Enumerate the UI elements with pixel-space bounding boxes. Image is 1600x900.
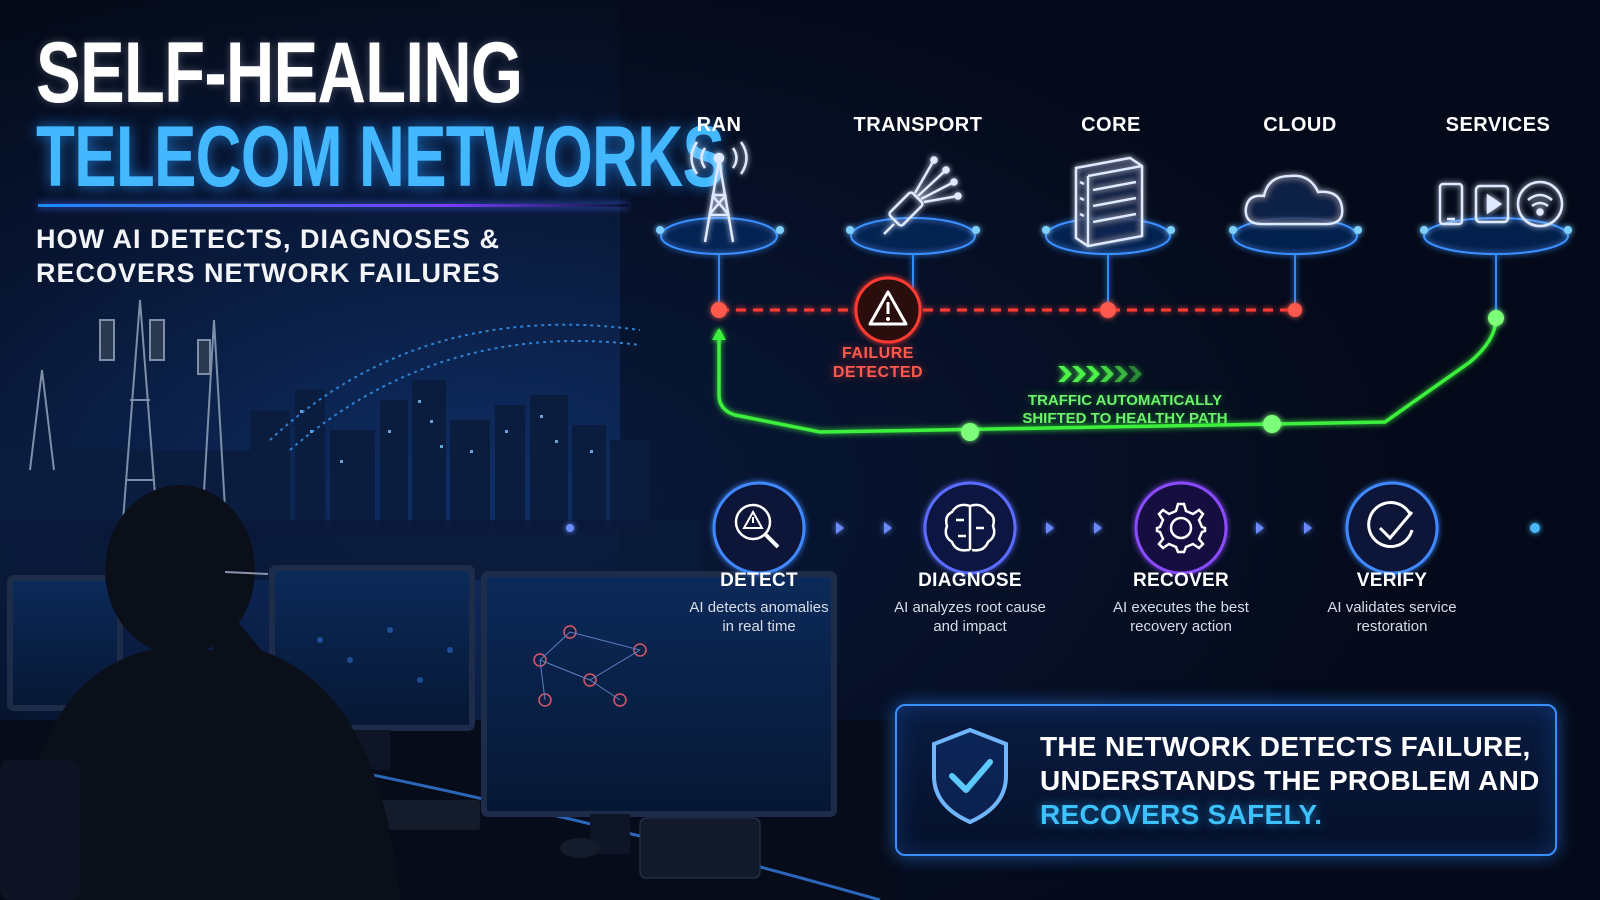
step-circle-recover (1134, 481, 1228, 575)
healthy-path-nodes (961, 310, 1504, 441)
title-line-2: TELECOM NETWORKS (36, 109, 725, 205)
brain-icon (944, 503, 996, 552)
layer-platforms (660, 217, 1569, 255)
check-circle-icon (1367, 501, 1414, 548)
traffic-shift-label: TRAFFIC AUTOMATICALLY SHIFTED TO HEALTHY… (1000, 392, 1250, 428)
callout-text: THE NETWORK DETECTS FAILURE, UNDERSTANDS… (1040, 730, 1540, 832)
layer-label-cloud: CLOUD (1263, 114, 1337, 136)
failure-detected-label: FAILURE DETECTED (818, 344, 938, 382)
reroute-chevrons (1058, 366, 1142, 382)
services-devices-icon (1438, 180, 1564, 228)
cell-tower-icon (690, 141, 748, 243)
step-desc-line: AI detects anomalies (689, 599, 829, 616)
operator-silhouette (0, 485, 400, 900)
failed-path (711, 302, 1302, 318)
step-circle-verify (1345, 481, 1439, 575)
callout-highlight: RECOVERS SAFELY. (1040, 799, 1323, 830)
title-underline (38, 204, 628, 207)
step-title-recover: RECOVER (1132, 570, 1230, 591)
step-title-verify: VERIFY (1356, 570, 1428, 591)
subtitle-line-2: RECOVERS NETWORK FAILURES (36, 258, 501, 288)
step-title-diagnose: DIAGNOSE (918, 570, 1022, 591)
step-desc-line: recovery action (1130, 618, 1232, 635)
server-rack-icon (1074, 156, 1144, 248)
step-desc-detect: AI detects anomalies in real time (669, 598, 849, 636)
transport-platform (850, 217, 976, 255)
healthy-path (717, 317, 1498, 434)
magnifier-alert-icon (734, 503, 780, 549)
layer-label-services: SERVICES (1445, 114, 1551, 136)
layer-label-transport: TRANSPORT (853, 114, 983, 136)
failure-label-line-2: DETECTED (832, 364, 924, 381)
step-desc-verify: AI validates service restoration (1302, 598, 1482, 636)
traffic-label-line-2: SHIFTED TO HEALTHY PATH (1022, 410, 1228, 427)
fiber-optic-icon (883, 156, 962, 235)
cell-towers (29, 299, 229, 561)
ran-platform (660, 217, 778, 255)
step-desc-line: and impact (933, 618, 1007, 635)
step-desc-line: AI validates service (1327, 599, 1457, 616)
step-desc-recover: AI executes the best recovery action (1091, 598, 1271, 636)
step-desc-line: AI analyzes root cause (894, 599, 1046, 616)
step-desc-diagnose: AI analyzes root cause and impact (880, 598, 1060, 636)
step-desc-line: restoration (1356, 618, 1428, 635)
cloud-icon (1244, 174, 1344, 226)
step-desc-line: in real time (722, 618, 796, 635)
traffic-label-line-1: TRAFFIC AUTOMATICALLY (1027, 392, 1223, 409)
gear-icon (1155, 502, 1207, 554)
callout-line-1: THE NETWORK DETECTS FAILURE, (1040, 731, 1531, 762)
callout-line-2: UNDERSTANDS THE PROBLEM AND (1040, 765, 1540, 796)
title-line-1: SELF-HEALING (36, 25, 523, 121)
subtitle: HOW AI DETECTS, DIAGNOSES & RECOVERS NET… (36, 222, 596, 290)
failure-label-line-1: FAILURE (842, 345, 914, 362)
subtitle-line-1: HOW AI DETECTS, DIAGNOSES & (36, 224, 501, 254)
layer-label-ran: RAN (696, 114, 742, 136)
shield-check-icon (932, 727, 1008, 825)
path-nodes (656, 226, 1572, 234)
layer-label-core: CORE (1081, 114, 1141, 136)
step-desc-line: AI executes the best (1113, 599, 1249, 616)
failure-alert-icon (854, 276, 922, 344)
monitors (7, 565, 837, 879)
step-title-detect: DETECT (720, 570, 798, 591)
